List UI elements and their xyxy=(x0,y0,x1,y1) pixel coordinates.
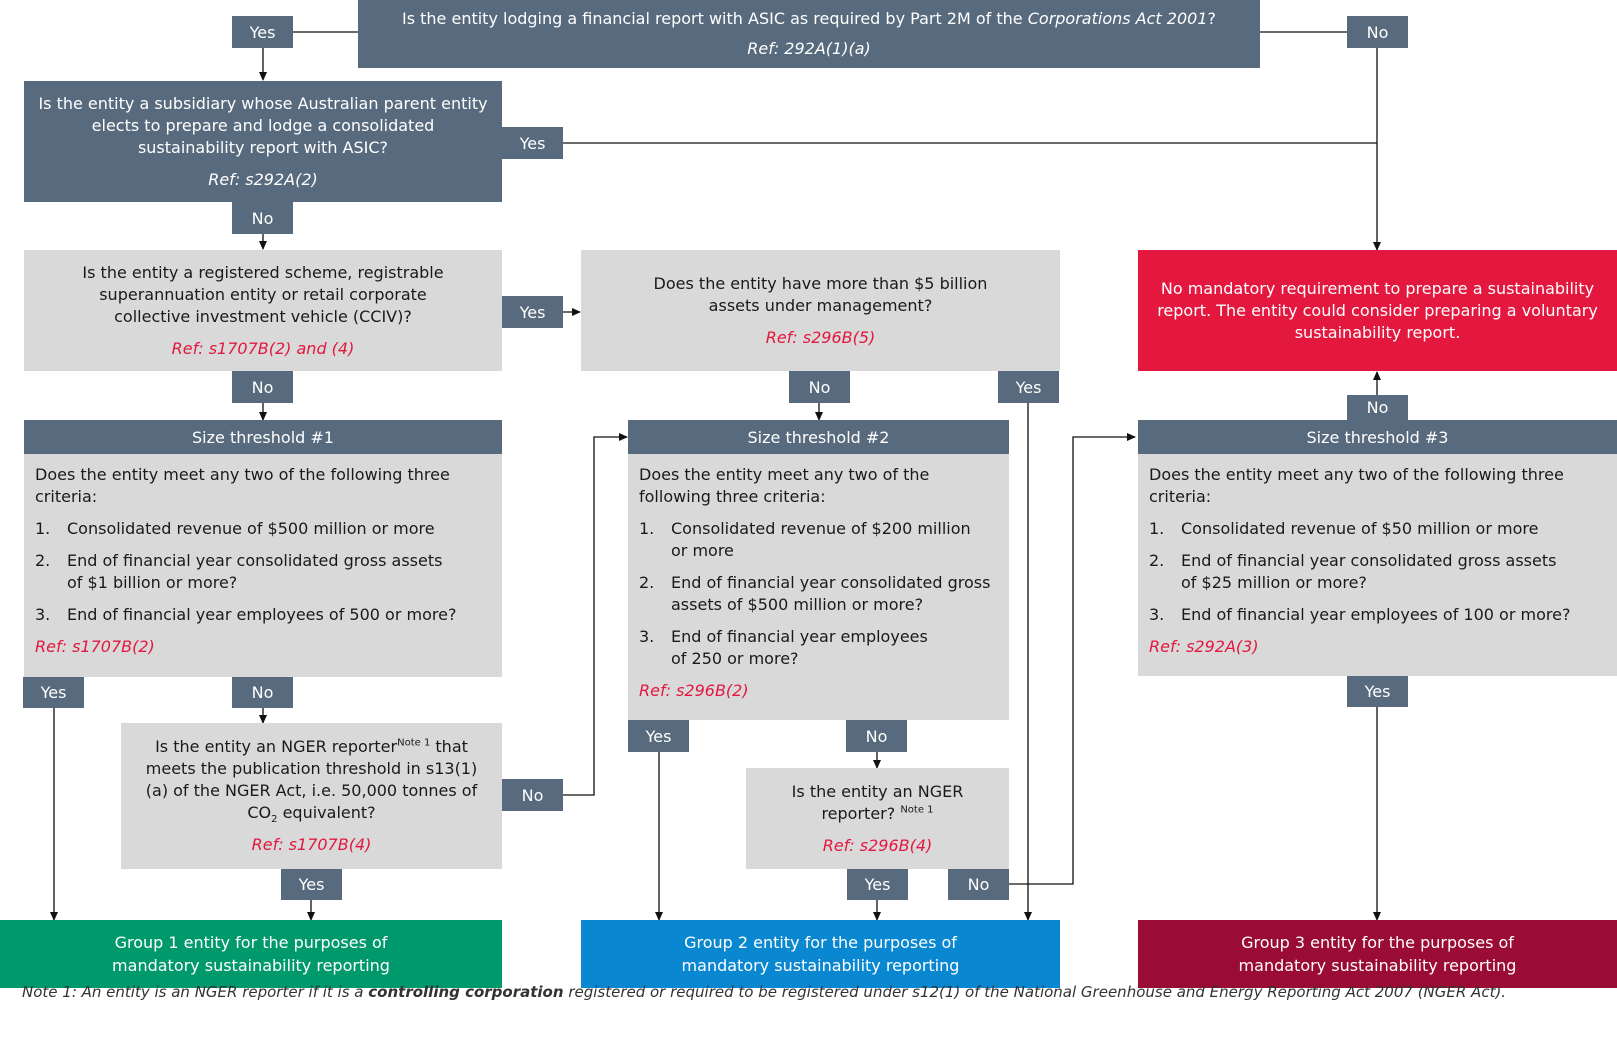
criterion-text: End of financial year consolidated gross… xyxy=(1181,551,1557,592)
criterion-text: End of financial year consolidated gross… xyxy=(67,551,443,592)
question-nger2-ref: Ref: s296B(4) xyxy=(822,835,933,855)
criterion-text: Consolidated revenue of $200 million or … xyxy=(671,519,971,560)
label-threshold3-yes: Yes xyxy=(1347,676,1408,707)
criterion-number: 3. xyxy=(639,627,655,646)
question-subsidiary: Is the entity a subsidiary whose Austral… xyxy=(24,81,502,202)
label-threshold1-yes: Yes xyxy=(23,677,84,708)
nger1-note-ref: Note 1 xyxy=(397,737,431,749)
outcome-group-1: Group 1 entity for the purposes of manda… xyxy=(0,920,502,988)
threshold-2-title: Size threshold #2 xyxy=(628,420,1009,454)
question-lodging-end: ? xyxy=(1207,9,1217,28)
outcome-group-3: Group 3 entity for the purposes of manda… xyxy=(1138,920,1617,988)
connector-nger2-no xyxy=(1009,433,1136,885)
threshold-2-criterion: 3. End of financial year employees of 250… xyxy=(639,626,999,670)
label-nger1-yes: Yes xyxy=(281,869,342,900)
group-3-text: Group 3 entity for the purposes of manda… xyxy=(1238,933,1517,975)
threshold-1-criterion: 1. Consolidated revenue of $500 million o… xyxy=(35,518,492,540)
threshold-1-ref: Ref: s1707B(2) xyxy=(35,637,155,656)
question-nger2-text: Is the entity an NGER reporter? Note 1 xyxy=(776,781,979,825)
threshold-1-title: Size threshold #1 xyxy=(24,420,502,454)
label-scheme-no: No xyxy=(232,371,293,403)
criterion-text: Consolidated revenue of $50 million or m… xyxy=(1181,519,1539,538)
criterion-text: Consolidated revenue of $500 million or … xyxy=(67,519,435,538)
criterion-number: 3. xyxy=(1149,605,1165,624)
threshold-1-intro: Does the entity meet any two of the foll… xyxy=(35,465,450,506)
label-threshold1-no: No xyxy=(232,677,293,708)
label-threshold3-no: No xyxy=(1347,395,1408,420)
label-scheme-yes: Yes xyxy=(502,296,563,328)
question-scheme-text: Is the entity a registered scheme, regis… xyxy=(82,262,444,326)
question-nger1-text: Is the entity an NGER reporterNote 1 tha… xyxy=(145,736,478,826)
question-lodging-act: Corporations Act 2001 xyxy=(1027,9,1208,28)
nger1-line2: that meets the publication threshold in … xyxy=(145,737,478,822)
label-nger1-no: No xyxy=(502,779,563,811)
size-threshold-3: Size threshold #3 Does the entity meet a… xyxy=(1138,420,1617,676)
footnote-prefix: Note 1: An entity is an NGER reporter if… xyxy=(22,983,369,1001)
label-threshold2-yes: Yes xyxy=(628,720,689,752)
threshold-2-ref: Ref: s296B(2) xyxy=(639,681,749,700)
label-nger2-no: No xyxy=(948,869,1009,900)
outcome-group-2: Group 2 entity for the purposes of manda… xyxy=(581,920,1060,988)
question-lodging-text: Is the entity lodging a financial report… xyxy=(401,9,1028,28)
criterion-number: 1. xyxy=(35,519,51,538)
threshold-3-criterion: 3. End of financial year employees of 100… xyxy=(1149,604,1607,626)
criterion-number: 3. xyxy=(35,605,51,624)
criterion-text: End of financial year employees of 500 o… xyxy=(67,605,457,624)
criterion-number: 2. xyxy=(1149,551,1165,570)
nger1-line1: Is the entity an NGER reporter xyxy=(155,737,398,756)
question-assets-under-management: Does the entity have more than $5 billio… xyxy=(581,250,1060,371)
threshold-1-criterion: 2. End of financial year consolidated gro… xyxy=(35,550,492,594)
question-nger-reporter: Is the entity an NGER reporter? Note 1 R… xyxy=(746,768,1009,869)
label-lodging-no: No xyxy=(1347,16,1408,48)
question-nger-publication-threshold: Is the entity an NGER reporterNote 1 tha… xyxy=(121,723,502,869)
group-2-text: Group 2 entity for the purposes of manda… xyxy=(681,933,960,975)
nger1-line3: equivalent? xyxy=(277,803,376,822)
criterion-number: 1. xyxy=(639,519,655,538)
criterion-text: End of financial year consolidated gross… xyxy=(671,573,991,614)
nger2-note-ref: Note 1 xyxy=(900,804,934,816)
threshold-2-intro: Does the entity meet any two of the foll… xyxy=(639,465,930,506)
question-assets-ref: Ref: s296B(5) xyxy=(765,327,876,347)
question-text: Is the entity lodging a financial report… xyxy=(402,8,1216,30)
threshold-3-criterion: 2. End of financial year consolidated gro… xyxy=(1149,550,1607,594)
size-threshold-2: Size threshold #2 Does the entity meet a… xyxy=(628,420,1009,720)
criterion-text: End of financial year employees of 100 o… xyxy=(1181,605,1571,624)
nger2-line1: Is the entity an NGER reporter? xyxy=(791,781,964,823)
label-subsidiary-yes: Yes xyxy=(502,127,563,159)
question-assets-text: Does the entity have more than $5 billio… xyxy=(653,273,988,315)
criterion-number: 2. xyxy=(35,551,51,570)
nger1-co2-subscript: 2 xyxy=(271,814,278,826)
size-threshold-1: Size threshold #1 Does the entity meet a… xyxy=(24,420,502,677)
question-lodging-ref: Ref: 292A(1)(a) xyxy=(747,39,871,58)
label-assets-yes: Yes xyxy=(998,371,1059,403)
label-threshold2-no: No xyxy=(846,720,907,752)
question-nger1-ref: Ref: s1707B(4) xyxy=(251,835,372,854)
footnote: Note 1: An entity is an NGER reporter if… xyxy=(22,983,1506,1001)
footnote-bold: controlling corporation xyxy=(368,983,564,1001)
footnote-suffix: registered or required to be registered … xyxy=(563,983,1507,1001)
threshold-2-criterion: 2. End of financial year consolidated gro… xyxy=(639,572,999,616)
threshold-1-criterion: 3. End of financial year employees of 500… xyxy=(35,604,492,626)
label-lodging-yes: Yes xyxy=(232,16,293,48)
question-subsidiary-ref: Ref: s292A(2) xyxy=(208,169,318,189)
threshold-3-ref: Ref: s292A(3) xyxy=(1149,637,1259,656)
label-assets-no: No xyxy=(789,371,850,403)
outcome-no-requirement-text: No mandatory requirement to prepare a su… xyxy=(1157,278,1598,342)
threshold-3-criterion: 1. Consolidated revenue of $50 million or… xyxy=(1149,518,1607,540)
question-lodging-financial-report: Is the entity lodging a financial report… xyxy=(358,0,1260,68)
threshold-2-criterion: 1. Consolidated revenue of $200 million o… xyxy=(639,518,999,562)
label-subsidiary-no: No xyxy=(232,202,293,234)
group-1-text: Group 1 entity for the purposes of manda… xyxy=(112,933,390,975)
threshold-3-intro: Does the entity meet any two of the foll… xyxy=(1149,465,1564,506)
criterion-number: 2. xyxy=(639,573,655,592)
criterion-number: 1. xyxy=(1149,519,1165,538)
label-nger2-yes: Yes xyxy=(847,869,908,900)
question-subsidiary-text: Is the entity a subsidiary whose Austral… xyxy=(38,93,488,157)
criterion-text: End of financial year employees of 250 o… xyxy=(671,627,928,668)
outcome-no-requirement: No mandatory requirement to prepare a su… xyxy=(1138,250,1617,371)
question-scheme-ref: Ref: s1707B(2) and (4) xyxy=(171,338,355,358)
question-registered-scheme: Is the entity a registered scheme, regis… xyxy=(24,250,502,371)
threshold-3-title: Size threshold #3 xyxy=(1138,420,1617,454)
connector-nger1-no xyxy=(563,433,628,796)
